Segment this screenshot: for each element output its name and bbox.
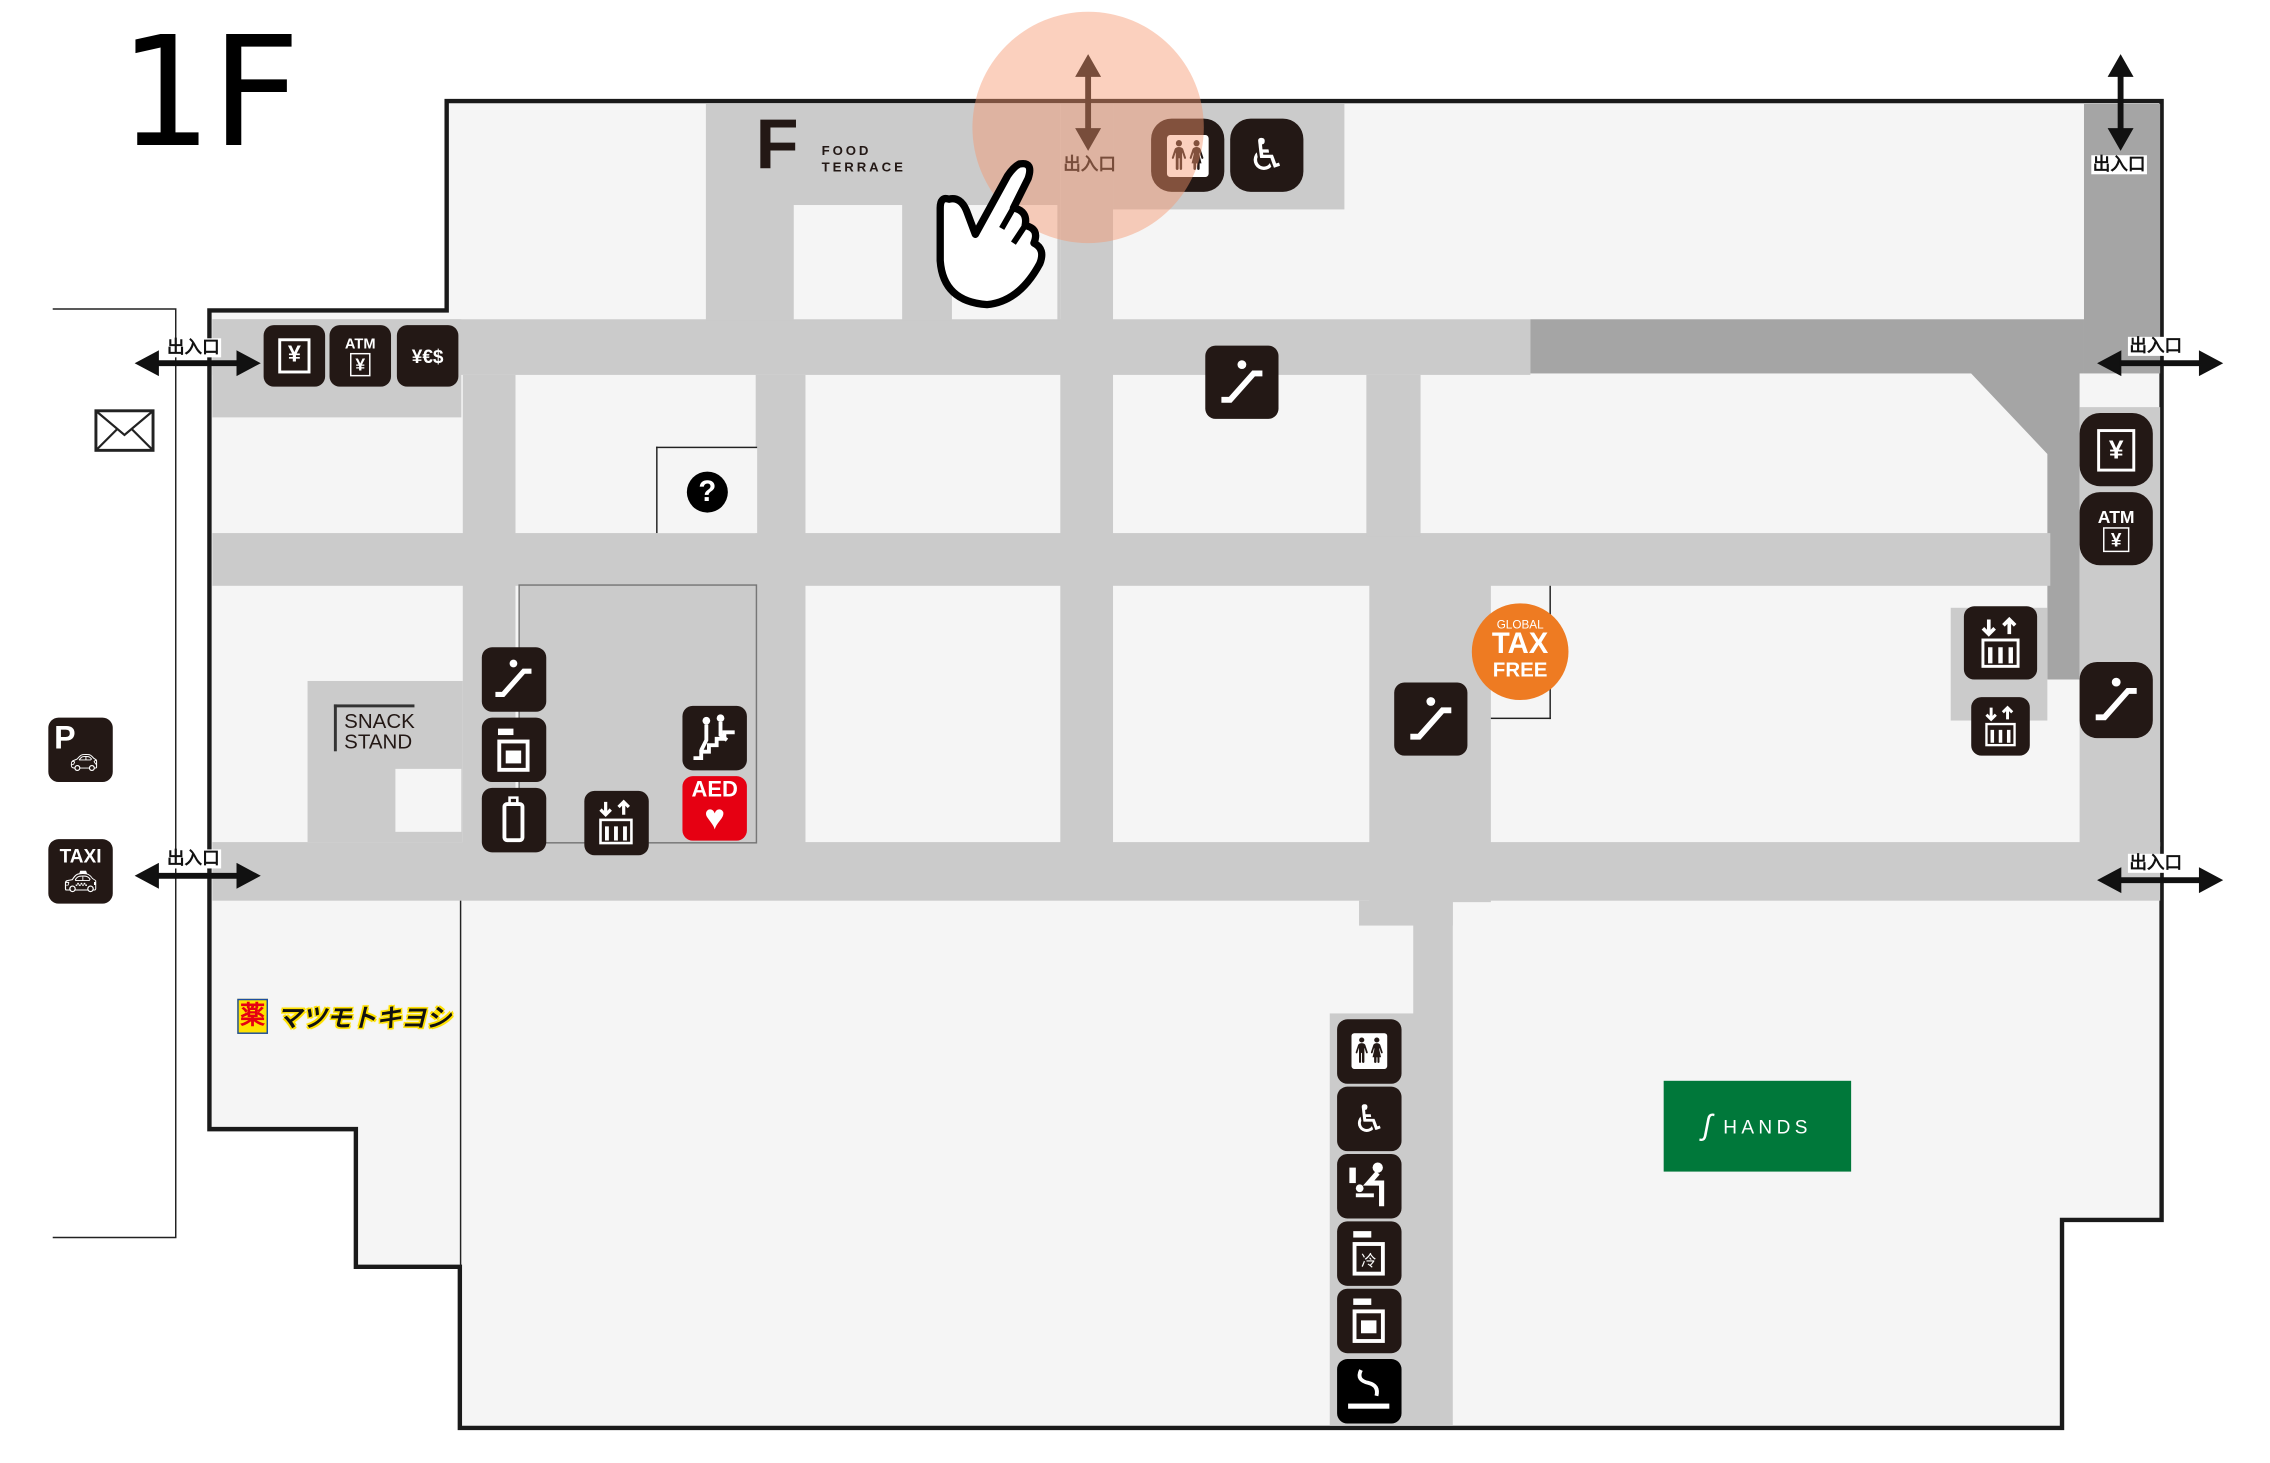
stairs-icon[interactable]: [682, 705, 747, 771]
matsumoto-kiyoshi-logo[interactable]: 薬 マツモトキヨシ: [237, 997, 451, 1034]
entrance-label-left-lower: 出入口: [165, 847, 222, 869]
taxi-label: TAXI: [59, 845, 102, 867]
atm-label: ATM: [344, 336, 376, 353]
smoking-area-icon[interactable]: [1337, 1359, 1402, 1424]
entrance-label-right-lower: 出入口: [2127, 852, 2184, 873]
entrance-label-left-upper: 出入口: [165, 336, 222, 358]
heart-icon: ♥: [704, 798, 726, 838]
escalator-icon[interactable]: [2079, 661, 2153, 739]
wheelchair-icon[interactable]: ♿︎: [1337, 1086, 1402, 1152]
yen-symbol: ¥: [277, 338, 312, 374]
corridor: [1366, 374, 1421, 537]
coin-locker-icon[interactable]: [1337, 1288, 1402, 1354]
divider: [459, 900, 462, 1267]
corridor-dark: [2083, 103, 2161, 374]
hands-store-logo[interactable]: ʃ HANDS: [1663, 1080, 1852, 1172]
restroom-icon[interactable]: 🚻︎: [1337, 1019, 1402, 1084]
yen-symbol: ¥: [349, 352, 372, 376]
coin-locker-icon[interactable]: [481, 717, 547, 783]
mail-icon[interactable]: [94, 409, 156, 453]
snack-stand-logo[interactable]: SNACK STAND: [333, 704, 415, 753]
tax-free-badge[interactable]: GLOBAL TAX FREE: [1471, 603, 1569, 701]
tax-free-line3: FREE: [1492, 657, 1548, 681]
corridor: [1060, 103, 1114, 844]
entrance-label-right-upper: 出入口: [2127, 335, 2184, 356]
hands-label: HANDS: [1723, 1115, 1812, 1138]
restroom-icon[interactable]: 🚻︎: [1151, 118, 1225, 192]
atm-yen-icon[interactable]: ¥: [2079, 412, 2153, 487]
snack-stand-line1: SNACK: [344, 708, 415, 733]
yen-symbol: ¥: [2097, 428, 2136, 471]
corridor: [1413, 900, 1453, 1425]
floor-label: 1F: [117, 2, 301, 182]
pointing-hand-icon: [936, 159, 1046, 309]
shop: [395, 768, 462, 832]
snack-stand-line2: STAND: [344, 729, 413, 753]
atm-international-icon[interactable]: ATM¥: [329, 325, 392, 387]
parking-icon[interactable]: P🚗︎: [48, 717, 113, 783]
currency-exchange-icon[interactable]: ¥€$: [396, 325, 459, 387]
information-icon[interactable]: ?: [686, 471, 728, 513]
aed-icon[interactable]: AED♥: [682, 776, 747, 841]
escalator-icon[interactable]: [1394, 682, 1468, 756]
tax-free-line1: GLOBAL: [1496, 618, 1544, 632]
food-terrace-line1: FOOD: [821, 143, 872, 159]
atm-yen-icon[interactable]: ¥: [263, 325, 326, 387]
atm-label: ATM: [2097, 505, 2135, 527]
luggage-icon[interactable]: [481, 787, 547, 853]
car-icon: 🚗︎: [68, 751, 99, 777]
aed-label: AED: [691, 777, 738, 803]
entrance-label-top-center: 出入口: [1063, 153, 1116, 175]
corridor: [755, 374, 806, 844]
cold-locker-icon[interactable]: 冷: [1337, 1221, 1402, 1286]
car-icon: 🚕︎: [63, 866, 98, 897]
food-terrace-logo-mark[interactable]: F: [755, 106, 799, 185]
corridor-dark: [1530, 319, 2084, 374]
pharmacy-mark: 薬: [237, 998, 269, 1034]
food-terrace-line2: TERRACE: [821, 159, 906, 175]
taxi-icon[interactable]: TAXI🚕︎: [48, 839, 113, 904]
tax-free-line2: TAX: [1491, 628, 1549, 661]
cold-locker-mark: 冷: [1362, 1252, 1377, 1270]
escalator-icon[interactable]: [481, 647, 547, 712]
elevator-icon[interactable]: [1971, 697, 2030, 756]
atm-international-icon[interactable]: ATM¥: [2079, 492, 2153, 566]
matsumoto-kiyoshi-name: マツモトキヨシ: [276, 1004, 452, 1033]
escalator-icon[interactable]: [1205, 345, 1279, 419]
wheelchair-icon[interactable]: ♿︎: [1230, 118, 1304, 192]
baby-care-icon[interactable]: [1337, 1154, 1402, 1219]
yen-symbol: ¥: [2103, 526, 2129, 552]
parking-label: P: [54, 719, 76, 756]
entrance-label-top-right: 出入口: [2091, 153, 2147, 175]
elevator-icon[interactable]: [584, 790, 649, 856]
corridor-dark: [1969, 371, 2080, 680]
elevator-icon[interactable]: [1963, 606, 2038, 680]
hands-mark-icon: ʃ: [1702, 1109, 1712, 1142]
shop: [793, 205, 903, 320]
corridor: [212, 533, 2051, 586]
